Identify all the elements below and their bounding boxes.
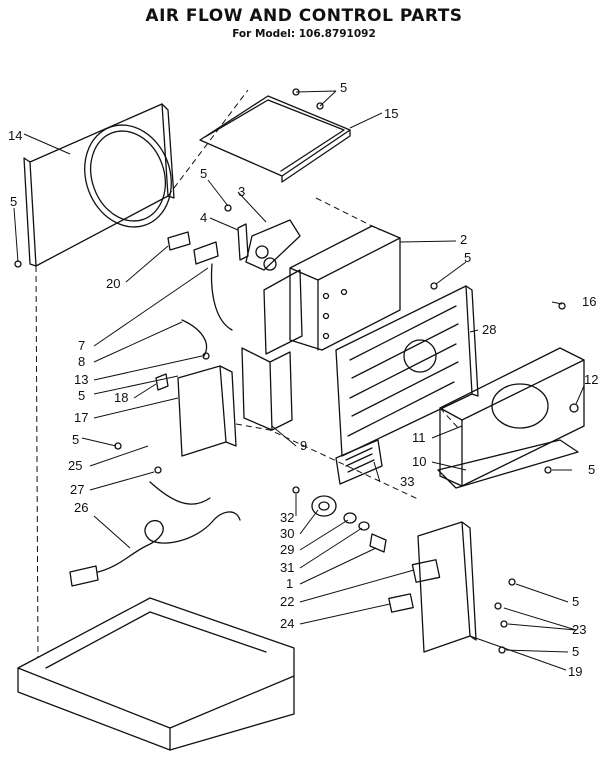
part-28-partition [335, 285, 479, 457]
callout-33: 33 [400, 474, 414, 489]
callout-labels: 5 15 14 5 5 3 4 2 5 20 16 28 7 8 13 5 18… [8, 80, 598, 679]
part-30-knob [311, 495, 387, 553]
part-33-grille [335, 439, 383, 485]
callout-1: 1 [286, 576, 293, 591]
part-9-bracket [241, 269, 303, 431]
model-subtitle: For Model: 106.8791092 [232, 28, 376, 40]
part-15-top-tray [199, 95, 351, 183]
callout-7: 7 [78, 338, 85, 353]
callout-22: 22 [280, 594, 294, 609]
callout-11: 11 [412, 430, 426, 445]
part-10-base-pan [437, 347, 585, 489]
callout-5-left: 5 [10, 194, 17, 209]
part-26-power-cord [69, 481, 241, 587]
part-4-clip [237, 223, 249, 261]
callout-15: 15 [384, 106, 398, 121]
part-14-front-panel [23, 103, 175, 267]
part-20-terminal [167, 231, 219, 265]
callout-24: 24 [280, 616, 294, 631]
callout-5-top: 5 [340, 80, 347, 95]
callout-5-low: 5 [72, 432, 79, 447]
callout-10: 10 [412, 454, 426, 469]
diagram-title: AIR FLOW AND CONTROL PARTS [145, 6, 463, 26]
alignment-lines [35, 89, 461, 659]
callout-31: 31 [280, 560, 294, 575]
callout-28: 28 [482, 322, 496, 337]
callout-9: 9 [300, 438, 307, 453]
callout-12: 12 [584, 372, 598, 387]
callout-26: 26 [74, 500, 88, 515]
callout-32: 32 [280, 510, 294, 525]
wire-harness [181, 263, 233, 357]
callout-17: 17 [74, 410, 88, 425]
callout-29: 29 [280, 542, 294, 557]
part-2-control-housing [289, 225, 401, 351]
callout-13: 13 [74, 372, 88, 387]
part-3-capacitor [245, 219, 301, 271]
callout-5-mid2: 5 [78, 388, 85, 403]
part-19-switch-panel [388, 521, 477, 653]
callout-2: 2 [460, 232, 467, 247]
callout-30: 30 [280, 526, 294, 541]
callout-3: 3 [238, 184, 245, 199]
callout-27: 27 [70, 482, 84, 497]
callout-5-right: 5 [464, 250, 471, 265]
callout-19: 19 [568, 664, 582, 679]
callout-16: 16 [582, 294, 596, 309]
part-18-block [155, 373, 169, 391]
callout-23: 23 [572, 622, 586, 637]
part-17-panel-bracket [177, 365, 237, 457]
callout-25: 25 [68, 458, 82, 473]
callout-5-r2: 5 [572, 594, 579, 609]
callout-18: 18 [114, 390, 128, 405]
leader-lines [13, 90, 585, 671]
callout-5-r3: 5 [572, 644, 579, 659]
callout-5-mid: 5 [200, 166, 207, 181]
callout-4: 4 [200, 210, 207, 225]
base-chassis [17, 597, 295, 751]
callout-5-far-right: 5 [588, 462, 595, 477]
screw-set [14, 88, 579, 654]
callout-20: 20 [106, 276, 120, 291]
callout-8: 8 [78, 354, 85, 369]
callout-14: 14 [8, 128, 22, 143]
